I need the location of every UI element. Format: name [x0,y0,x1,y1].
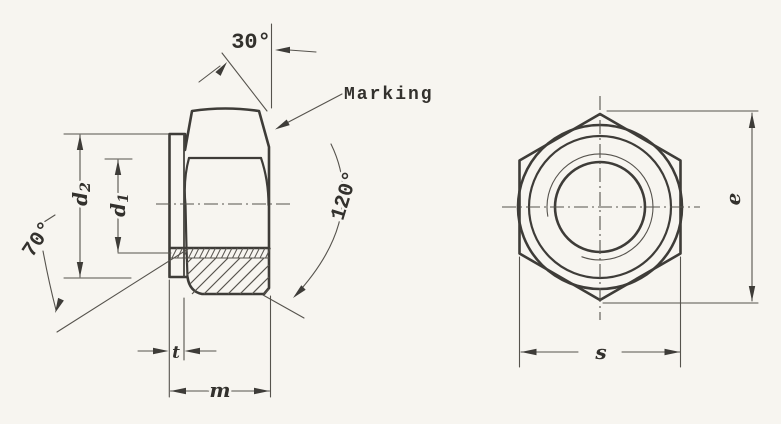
angle-30-right-tail [288,49,317,53]
thread-arc [546,153,654,261]
m-arrow-right [254,387,270,395]
s-arrow-left [521,348,537,356]
angle-30-right-arrow [275,46,290,54]
marking-callout: Marking [275,85,434,130]
angle-120-label: 120° [328,169,365,224]
d1-label: d1 [106,193,132,217]
t-extension-lines [168,279,185,398]
section-hatch [186,257,270,295]
dim-m: m [169,295,272,405]
d1-extension-lines [104,158,172,254]
marking-arrow [275,119,290,130]
e-arrow-up [748,113,756,128]
d2-arrow-up [76,135,84,150]
s-arrow-right [664,348,680,356]
end-view: e s [502,96,759,368]
angle-120-arrow [293,285,306,298]
angle-30-left-tail [198,65,221,83]
d1-arrow-down [114,237,122,252]
angle-30-label: 30° [231,30,271,55]
d1-arrow-up [114,160,122,175]
flank-arc-right [259,156,270,207]
angle-30-diagonal-ref [221,52,268,112]
t-arrow-left [153,347,169,355]
angle-30-left-arrow [215,62,227,76]
dim-t: t [137,279,217,398]
dim-s: s [518,256,682,368]
d2-extension-lines [63,133,169,279]
s-extension-lines [518,256,682,368]
e-arrow-down [748,286,756,301]
d2-label: d2 [68,182,94,206]
m-label: m [209,378,230,402]
flank-arc-left [183,156,191,279]
marking-label: Marking [344,85,434,105]
angle-120-arc [294,143,344,297]
angle-30: 30° [198,23,317,112]
angle-70-leader-line [56,248,189,333]
s-label: s [594,340,606,364]
t-arrow-right [184,347,200,355]
dim-d2: d2 [63,133,169,279]
marking-leader [278,93,343,128]
d2-arrow-down [76,262,84,277]
angle-70-label: 70° [19,218,59,262]
thread-zone-hatch [171,247,271,259]
side-section-view: d2 d1 t m [16,23,434,405]
angle-120: 120° [262,143,367,319]
angle-70-arrow [55,297,64,313]
t-label: t [172,343,180,363]
angle-70: 70° [16,214,189,333]
angle-70-dash [43,214,56,223]
dim-d1: d1 [104,158,172,254]
m-arrow-left [170,387,186,395]
angle-70-arc [42,250,57,311]
e-label: e [721,193,745,206]
angle-120-chamfer-ext [262,294,305,319]
